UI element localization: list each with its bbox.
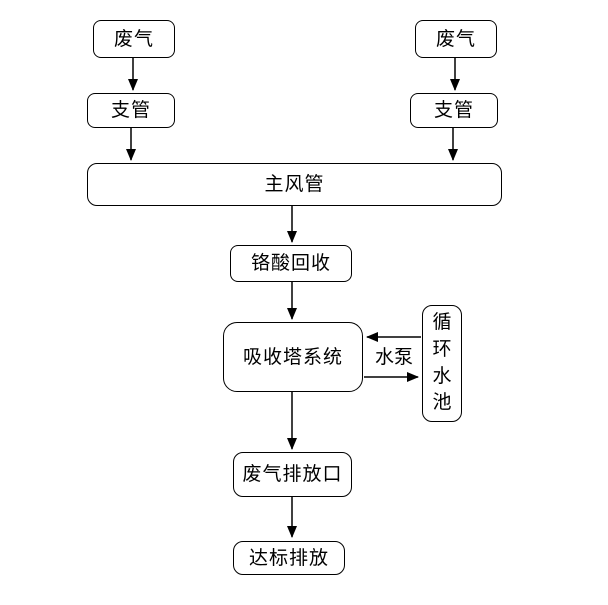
node-main-duct-label: 主风管 (264, 174, 325, 195)
node-waste-gas-right-label: 废气 (435, 28, 476, 50)
node-absorption-tower-system-label: 吸收塔系统 (242, 346, 343, 368)
node-circulating-water-pool-label: 循环水池 (432, 311, 452, 414)
node-compliant-discharge: 达标排放 (233, 541, 345, 575)
node-waste-gas-left-label: 废气 (113, 28, 154, 50)
node-branch-pipe-left-label: 支管 (110, 100, 151, 121)
node-branch-pipe-right: 支管 (410, 93, 498, 128)
node-absorption-tower-system: 吸收塔系统 (223, 322, 363, 392)
node-branch-pipe-left: 支管 (87, 93, 175, 128)
node-circulating-water-pool: 循环水池 (422, 305, 462, 422)
node-waste-gas-left: 废气 (93, 20, 175, 58)
node-waste-gas-right: 废气 (415, 20, 497, 58)
node-waste-gas-outlet-label: 废气排放口 (242, 464, 343, 485)
node-main-duct: 主风管 (87, 163, 502, 206)
node-waste-gas-outlet: 废气排放口 (233, 452, 352, 497)
node-compliant-discharge-label: 达标排放 (248, 547, 329, 569)
node-branch-pipe-right-label: 支管 (433, 100, 474, 121)
node-chromic-acid-recovery: 铬酸回收 (230, 245, 352, 282)
node-chromic-acid-recovery-label: 铬酸回收 (250, 253, 331, 274)
edge-label-water-pump: 水泵 (375, 347, 414, 368)
